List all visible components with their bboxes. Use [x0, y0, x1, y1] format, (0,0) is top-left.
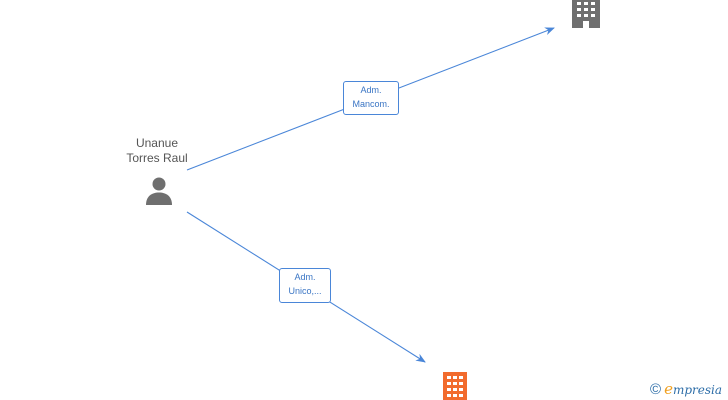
person-icon[interactable] — [143, 176, 175, 206]
edge-label-1-line2: Mancom. — [352, 99, 390, 109]
building-icon[interactable] — [438, 370, 472, 400]
edge-label-2-line2: Unico,... — [288, 286, 322, 296]
brand-logo-text: mpresia — [672, 383, 723, 397]
edge-label-1[interactable]: Adm. Mancom. — [343, 81, 399, 115]
person-name[interactable]: Unanue Torres Raul — [107, 136, 207, 166]
building-icon[interactable] — [569, 0, 603, 28]
brand-watermark: ©empresia — [650, 380, 722, 398]
person-name-line1: Unanue — [135, 136, 179, 150]
person-name-line2: Torres Raul — [126, 151, 188, 165]
copyright-icon: © — [650, 381, 662, 398]
edge-label-1-line1: Adm. — [360, 85, 382, 95]
edge-label-2[interactable]: Adm. Unico,... — [279, 268, 331, 303]
brand-logo-e: e — [664, 380, 673, 398]
edge-label-2-line1: Adm. — [294, 272, 316, 282]
